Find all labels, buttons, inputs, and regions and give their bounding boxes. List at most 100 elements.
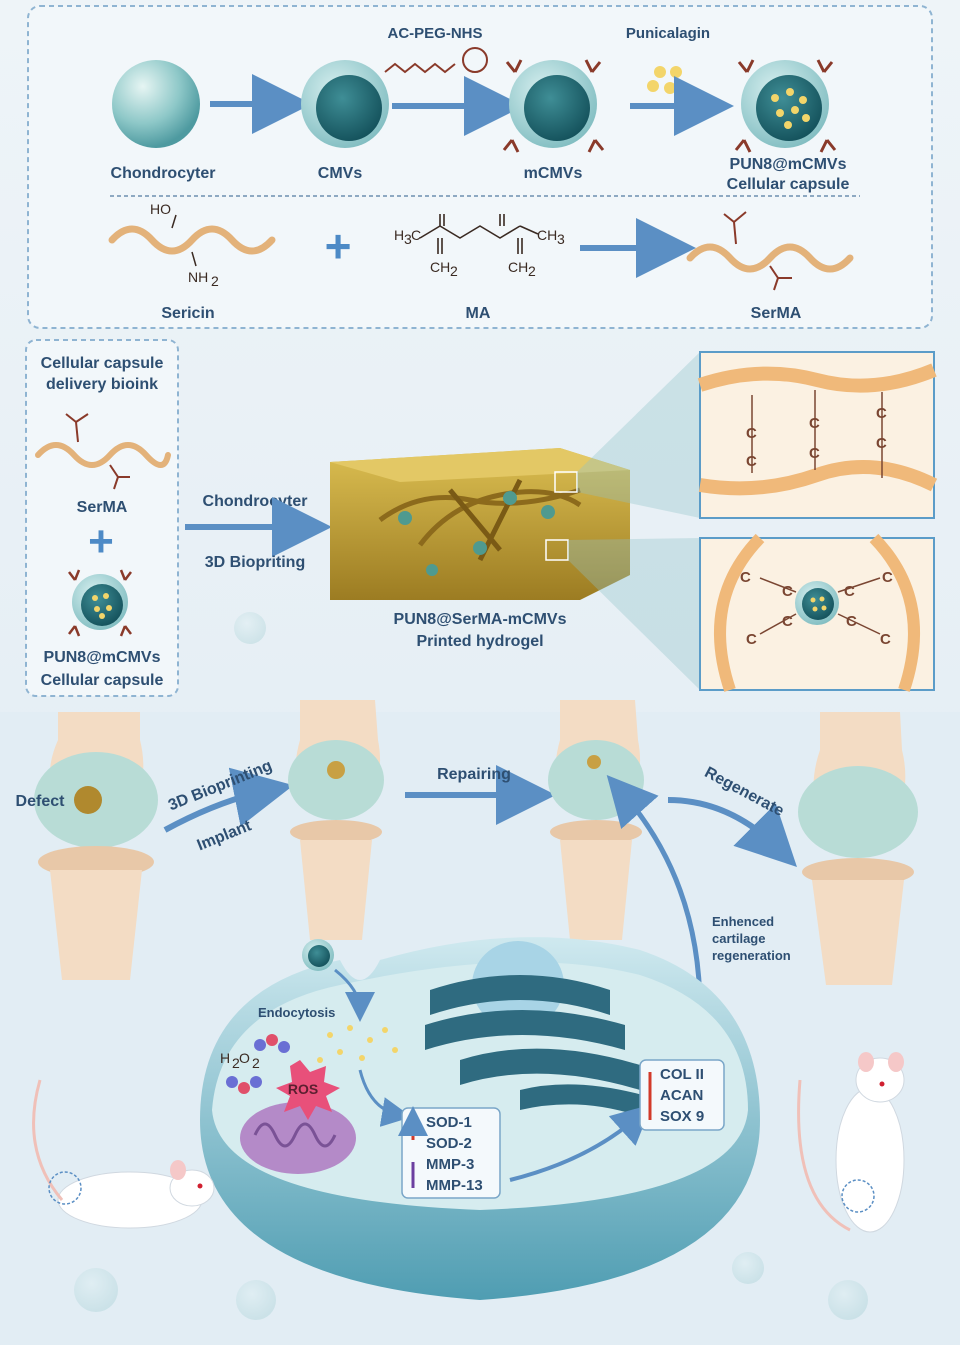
label-serma: SerMA: [751, 305, 802, 322]
bioink-title-line2: delivery bioink: [46, 376, 158, 393]
knee-regenerated: [798, 712, 918, 985]
plus-sign: +: [325, 220, 352, 272]
bond-c-3b: C: [876, 435, 887, 452]
ma-ch2-left: CH: [430, 259, 450, 275]
ma-ch2-left-sub: 2: [450, 263, 458, 279]
arrow-regenerate: [667, 797, 797, 867]
reagent-ac-peg-nhs: AC-PEG-NHS: [387, 25, 482, 42]
arrow-endocytosis: [334, 968, 375, 1022]
sericin-nh2-bond: [191, 251, 197, 267]
arrow-b-top-label: Chondrocyter: [203, 493, 308, 510]
serma-methacryl-top: [723, 211, 747, 245]
mcmv-core: [524, 75, 590, 141]
cmv-core: [316, 75, 382, 141]
punicalagin-dot: [654, 66, 666, 78]
ma-h-sub: 3: [404, 231, 412, 247]
ros-burst: [276, 1060, 340, 1120]
bond-c-1a: C: [746, 425, 757, 442]
bond-c-1b: C: [746, 453, 757, 470]
bond-c-2b: C: [809, 445, 820, 462]
pun8-cargo-dots: [771, 88, 810, 129]
capsule-strand-left: [714, 533, 765, 692]
cap-c-5: C: [746, 631, 757, 648]
hydrogel-label1: PUN8@SerMA-mCMVs: [394, 611, 567, 628]
bioink-serma-group-top: [65, 413, 89, 443]
bioink-title-line1: Cellular capsule: [41, 355, 164, 372]
h2o2-h: H: [220, 1050, 230, 1066]
label-endocytosis: Endocytosis: [258, 1005, 335, 1020]
crosslink-strand-top: [697, 363, 937, 393]
peg-chain: [384, 62, 456, 74]
label-repairing: Repairing: [437, 766, 511, 783]
label-ma: MA: [466, 305, 491, 322]
ma-ch3: CH: [537, 227, 557, 243]
h2o2-molecules: [226, 1034, 290, 1094]
bioink-frame: [25, 339, 179, 697]
gene-box-chondrogenic: [639, 1059, 725, 1131]
sericin-oh-bond: [171, 214, 177, 229]
knee-implanted: [288, 700, 384, 940]
h2o2-sub-a: 2: [232, 1055, 240, 1071]
bioink-serma-chain: [35, 442, 171, 468]
gene-col2: COL II: [660, 1066, 704, 1083]
knee-repairing: [548, 700, 644, 940]
bioink-capsule-label2: Cellular capsule: [41, 672, 164, 689]
cap-c-4: C: [882, 569, 893, 586]
bond-c-3a: C: [876, 405, 887, 422]
gene-mmp13: MMP-13: [426, 1177, 483, 1194]
cap-c-2: C: [782, 583, 793, 600]
gene-mmp3: MMP-3: [426, 1156, 474, 1173]
label-defect: Defect: [16, 793, 66, 810]
h2o2-sub-b: 2: [252, 1055, 260, 1071]
gene-sod2: SOD-2: [426, 1135, 472, 1152]
reagent-punicalagin: Punicalagin: [626, 25, 710, 42]
sericin-chain: [108, 225, 276, 255]
bioink-capsule-dots: [92, 593, 112, 619]
sericin-nh: NH: [188, 269, 208, 285]
ma-structure: [419, 214, 539, 254]
label-chondrocyter: Chondrocyter: [111, 165, 216, 182]
punicalagin-dot: [647, 80, 659, 92]
hydrogel-label2: Printed hydrogel: [416, 633, 543, 650]
sericin-nh-sub: 2: [211, 273, 219, 289]
mcmv-methacryl-groups: [502, 59, 605, 153]
zoom-capsule-core: [802, 588, 834, 620]
zoom-capsule-dots: [810, 596, 827, 612]
zoom-cone-bottom: [568, 538, 700, 690]
serma-chain: [686, 243, 854, 273]
arrow-to-chondro-genes: [509, 1104, 652, 1182]
knee-defect: [34, 712, 158, 980]
mitochondrion: [240, 1102, 356, 1174]
printed-hydrogel: [330, 448, 630, 600]
zoom-cone-top: [577, 352, 700, 518]
ma-ch2-right: CH: [508, 259, 528, 275]
pun8-mcmv-core: [756, 75, 822, 141]
label-enhanced-2: cartilage: [712, 931, 765, 946]
label-sericin: Sericin: [161, 305, 214, 322]
ma-h: H: [394, 227, 404, 243]
gene-sox9: SOX 9: [660, 1108, 704, 1125]
sericin-ho: HO: [150, 201, 171, 217]
released-punicalagin: [317, 1025, 398, 1063]
ma-ch3-sub: 3: [557, 231, 565, 247]
pun8-methacryl-groups: [734, 59, 837, 153]
cap-c-1: C: [740, 569, 751, 586]
label-cellular-capsule: Cellular capsule: [727, 176, 850, 193]
arrow-bioprint-implant: [163, 767, 294, 833]
bioink-serma-label: SerMA: [77, 499, 128, 516]
bioink-plus-sign: +: [88, 517, 114, 566]
cap-c-3: C: [844, 583, 855, 600]
punicalagin-dot: [664, 82, 676, 94]
arrow-to-genes: [358, 1069, 412, 1127]
capsule-strand-right: [869, 533, 920, 692]
ros-label: ROS: [288, 1081, 318, 1097]
label-enhanced-3: regeneration: [712, 948, 791, 963]
cap-c-7: C: [846, 613, 857, 630]
chondrocyte-sphere: [112, 60, 200, 148]
crosslink-strand-bottom: [698, 460, 938, 496]
h2o2-o: O: [239, 1050, 250, 1066]
label-mcmvs: mCMVs: [524, 165, 583, 182]
label-enhanced-1: Enhenced: [712, 914, 774, 929]
